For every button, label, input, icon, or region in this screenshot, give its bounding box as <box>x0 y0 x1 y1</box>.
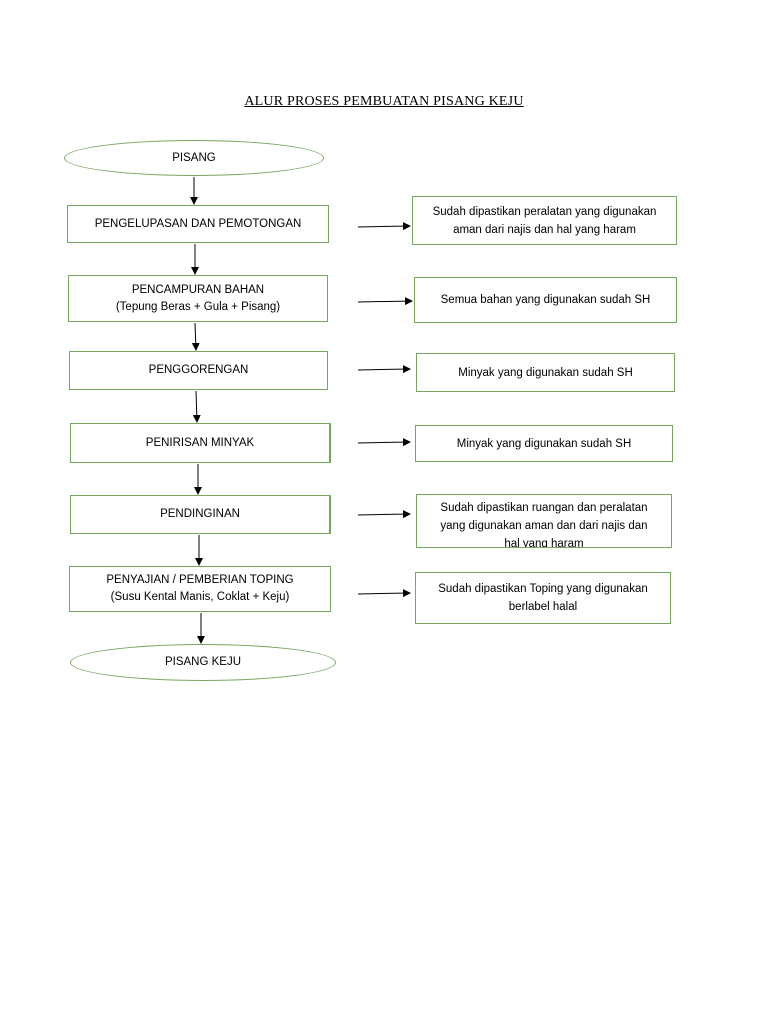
arrow-down <box>191 322 200 351</box>
step-label: PENIRISAN MINYAK <box>145 436 255 449</box>
step-serving-topping: PENYAJIAN / PEMBERIAN TOPING (Susu Kenta… <box>69 566 331 612</box>
note-text: Sudah dipastikan ruangan dan peralatan y… <box>440 502 648 548</box>
note-text: Sudah dipastikan Toping yang digunakan b… <box>438 583 648 613</box>
note-room-equipment: Sudah dipastikan ruangan dan peralatan y… <box>416 494 672 548</box>
step-draining-oil: PENIRISAN MINYAK <box>70 423 331 463</box>
start-node: PISANG <box>64 140 324 176</box>
end-node-label: PISANG KEJU <box>164 656 242 668</box>
arrow-right <box>357 510 411 519</box>
note-topping: Sudah dipastikan Toping yang digunakan b… <box>415 572 671 624</box>
step-label: PENGGORENGAN <box>148 364 249 376</box>
arrow-right <box>357 222 411 231</box>
step-cooling: PENDINGINAN <box>70 495 331 534</box>
arrow-down <box>192 390 201 423</box>
step-label: PENCAMPURAN BAHAN (Tepung Beras + Gula +… <box>115 283 281 313</box>
note-equipment: Sudah dipastikan peralatan yang digunaka… <box>412 196 677 245</box>
arrow-right <box>357 365 411 374</box>
arrow-right <box>357 297 413 306</box>
note-ingredients: Semua bahan yang digunakan sudah SH <box>414 277 677 323</box>
arrow-right <box>357 589 411 598</box>
note-text: Sudah dipastikan peralatan yang digunaka… <box>432 205 657 236</box>
step-peeling-cutting: PENGELUPASAN DAN PEMOTONGAN <box>67 205 329 243</box>
step-frying: PENGGORENGAN <box>69 351 328 390</box>
note-frying-oil: Minyak yang digunakan sudah SH <box>416 353 675 392</box>
end-node: PISANG KEJU <box>70 644 336 681</box>
start-node-label: PISANG <box>172 151 216 164</box>
note-text: Minyak yang digunakan sudah SH <box>456 437 632 450</box>
note-draining-oil: Minyak yang digunakan sudah SH <box>415 425 673 462</box>
step-label: PENGELUPASAN DAN PEMOTONGAN <box>94 217 302 230</box>
step-label: PENYAJIAN / PEMBERIAN TOPING (Susu Kenta… <box>106 574 294 603</box>
note-text: Semua bahan yang digunakan sudah SH <box>440 294 651 306</box>
step-mixing: PENCAMPURAN BAHAN (Tepung Beras + Gula +… <box>68 275 328 322</box>
diagram-title: ALUR PROSES PEMBUATAN PISANG KEJU <box>244 94 524 109</box>
arrow-right <box>357 438 411 447</box>
step-label: PENDINGINAN <box>160 508 240 520</box>
note-text: Minyak yang digunakan sudah SH <box>458 366 633 379</box>
